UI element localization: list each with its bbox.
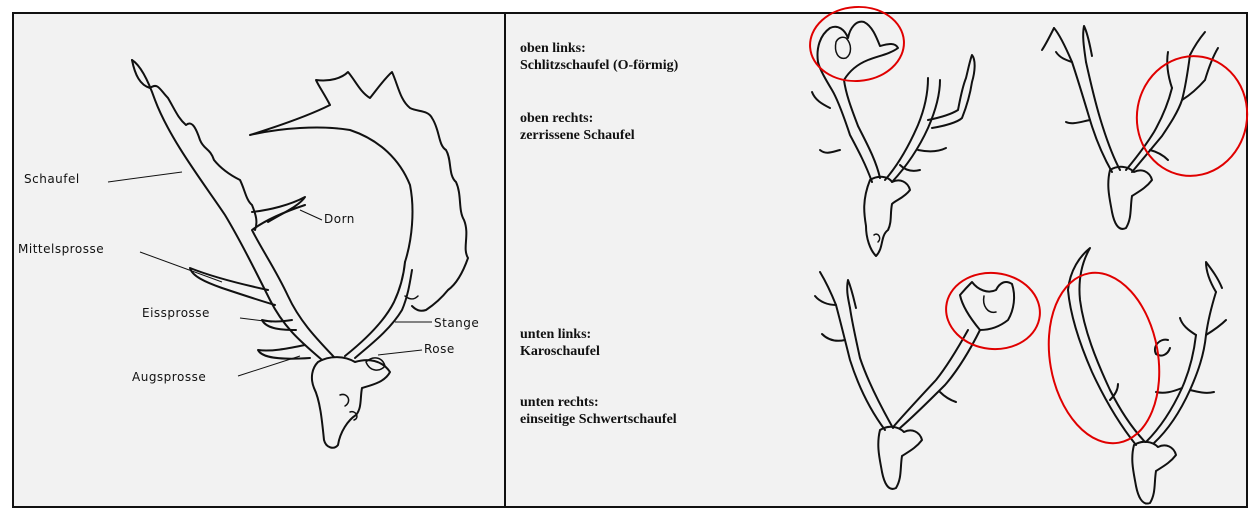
label-schaufel: Schaufel (24, 172, 80, 186)
label-eissprosse: Eissprosse (142, 306, 210, 320)
note-unten-rechts: unten rechts: einseitige Schwertschaufel (520, 394, 677, 428)
note-unten-rechts-title: unten rechts: (520, 394, 677, 411)
note-oben-rechts-text: zerrissene Schaufel (520, 127, 635, 144)
note-oben-rechts-title: oben rechts: (520, 110, 635, 127)
label-rose: Rose (424, 342, 455, 356)
note-unten-rechts-text: einseitige Schwertschaufel (520, 411, 677, 428)
note-unten-links-text: Karoschaufel (520, 343, 600, 360)
label-augsprosse: Augsprosse (132, 370, 206, 384)
note-oben-rechts: oben rechts: zerrissene Schaufel (520, 110, 635, 144)
label-mittelsprosse: Mittelsprosse (18, 242, 104, 256)
highlight-unten-rechts (1036, 264, 1172, 452)
highlight-unten-links (942, 268, 1043, 353)
antler-bottom-right (1068, 248, 1226, 504)
label-stange: Stange (434, 316, 479, 330)
note-unten-links: unten links: Karoschaufel (520, 326, 600, 360)
antler-bottom-left (815, 272, 1014, 489)
note-oben-links-text: Schlitzschaufel (O-förmig) (520, 57, 678, 74)
note-unten-links-title: unten links: (520, 326, 600, 343)
labeled-antler-drawing (108, 60, 468, 448)
antler-top-left (812, 22, 975, 256)
note-oben-links: oben links: Schlitzschaufel (O-förmig) (520, 40, 678, 74)
highlight-oben-rechts (1127, 47, 1253, 184)
note-oben-links-title: oben links: (520, 40, 678, 57)
label-dorn: Dorn (324, 212, 355, 226)
